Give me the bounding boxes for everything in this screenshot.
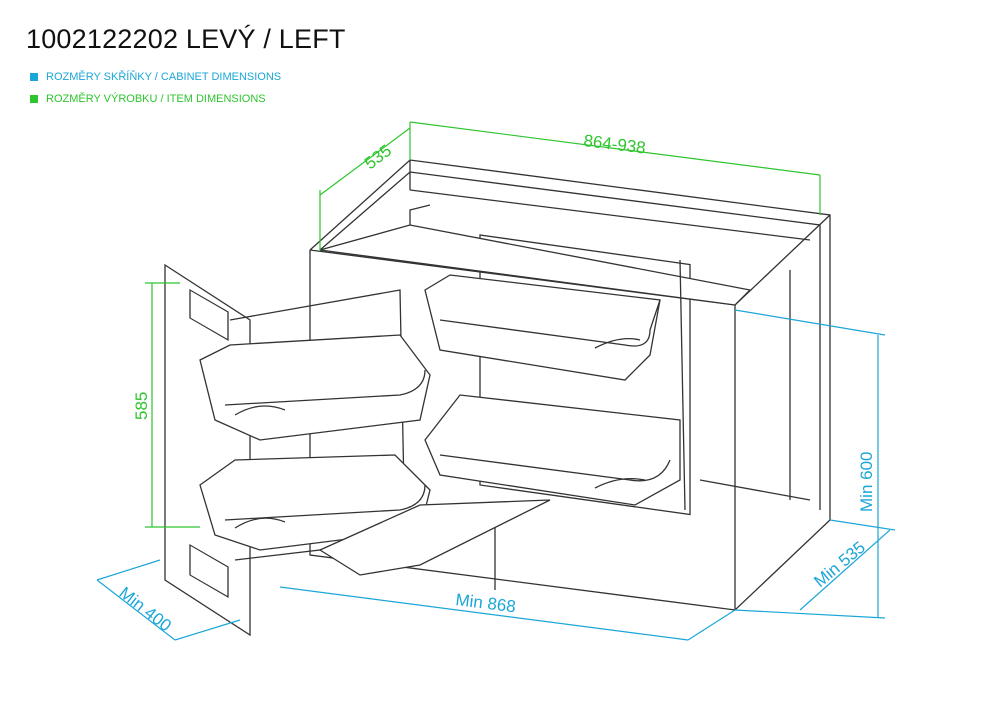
item-depth-label: 535: [361, 141, 395, 173]
top-rail: [319, 204, 752, 306]
front-baskets: [199, 289, 551, 576]
back-baskets: [424, 259, 686, 511]
cabinet-dimension-lines: [96, 309, 896, 641]
cabinet-width-label: Min 868: [455, 590, 517, 616]
legend-swatch-green: [30, 95, 38, 103]
item-dimension-lines: [145, 121, 821, 528]
item-height-label: 585: [132, 392, 151, 420]
legend-label: ROZMĚRY SKŘÍŇKY / CABINET DIMENSIONS: [46, 71, 282, 83]
legend-item-dimensions: ROZMĚRY VÝROBKU / ITEM DIMENSIONS: [30, 93, 266, 105]
item-width-label: 864-938: [583, 131, 647, 157]
legend-label: ROZMĚRY VÝROBKU / ITEM DIMENSIONS: [46, 93, 266, 105]
cabinet-depth-label: Min 535: [810, 538, 869, 591]
legend-swatch-cyan: [30, 73, 38, 81]
cabinet-height-label: Min 600: [857, 452, 876, 512]
cabinet-door-label: Min 400: [116, 583, 175, 635]
front-door-panel: [164, 263, 251, 637]
page-title: 1002122202 LEVÝ / LEFT: [26, 24, 346, 54]
legend-cabinet-dimensions: ROZMĚRY SKŘÍŇKY / CABINET DIMENSIONS: [30, 71, 281, 83]
